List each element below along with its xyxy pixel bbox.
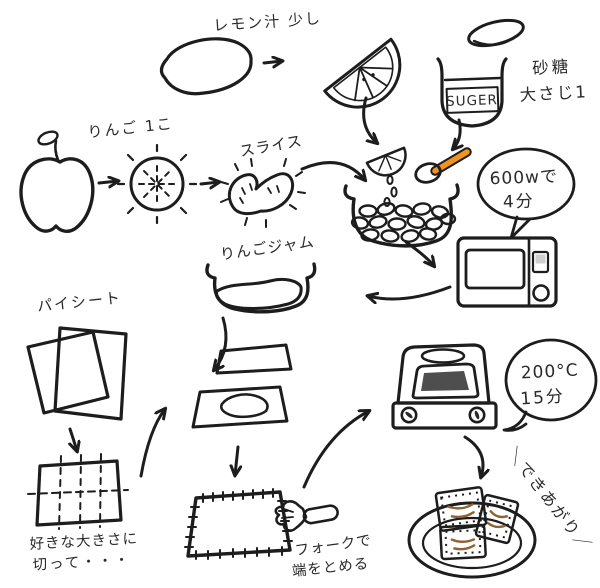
sugar-jar-illustration: SUGER (436, 18, 525, 128)
arrow-sugar-to-bowl (453, 118, 460, 149)
small-lemon-wedge (365, 146, 407, 177)
slice-note-label: スライス (238, 132, 304, 161)
microwave-bubble-line1: 600wで (489, 167, 558, 189)
microwave-knob (532, 284, 550, 302)
apple-pieces (350, 202, 457, 243)
oven-knob-right (468, 406, 486, 424)
assembly-illustration (191, 343, 293, 429)
oven-bubble-line2: 15分 (520, 386, 566, 409)
oven-speech-bubble: 200°C 15分 (502, 338, 598, 432)
baked-pastry-right (474, 493, 520, 545)
arrow-apple-to-cut (97, 181, 118, 183)
pie-sheets-illustration (26, 326, 128, 421)
arrow-seal-to-oven (302, 411, 369, 489)
lemon-illustration (159, 37, 253, 96)
fork-note-line1: フォークで (294, 532, 373, 560)
toaster-oven-illustration (391, 343, 498, 430)
arrow-slices-to-bowl (300, 161, 365, 180)
apple-leaf (37, 130, 59, 146)
arrow-sheets-to-cut (70, 427, 77, 451)
baked-pastries-illustration (434, 486, 520, 561)
apple-cross-section-illustration (116, 143, 198, 225)
pie-sheet-label: パイシート (36, 289, 122, 316)
lemon-note-label: レモン汁 少し (213, 9, 323, 35)
juice-drops (383, 175, 398, 207)
apple-slices-illustration (220, 158, 306, 228)
arrow-cut-to-slices (199, 182, 219, 184)
sugar-jar-label: SUGER (446, 92, 498, 110)
jam-label: りんごジャム (219, 233, 316, 264)
sealed-pastry-illustration (184, 488, 293, 560)
bottom-pastry-sheet (191, 385, 289, 429)
arrow-oven-to-plate (463, 435, 483, 477)
microwave-button-inner (535, 254, 546, 264)
microwave-bubble-line2: 4分 (503, 191, 536, 212)
plate-illustration (407, 501, 537, 579)
oven-window (411, 362, 480, 400)
microwave-door (464, 248, 526, 290)
mixing-bowl-illustration (343, 146, 460, 248)
baked-pastry-bottom (439, 523, 487, 561)
oven-knob-left (400, 406, 418, 424)
jam-filling (219, 393, 269, 419)
oven-top-vent (420, 348, 466, 364)
jam-bowl-illustration (205, 262, 317, 314)
arrow-cut-to-assembly (139, 409, 165, 478)
oven-bubble-line1: 200°C (520, 361, 579, 384)
fork-note-line2: 端をとめる (291, 555, 370, 580)
fork-handle (302, 504, 339, 525)
done-note-label: ＼できあがり／ (503, 444, 596, 555)
cut-note-line1: 好きな大きさに (29, 530, 138, 553)
baked-pastry-top (434, 486, 488, 532)
cut-note-line2: 切って・・・ (32, 552, 131, 573)
arrow-microwave-to-jam (368, 285, 452, 299)
sugar-note-line1: 砂糖 (532, 57, 572, 78)
fork-illustration (274, 500, 339, 532)
spoon-illustration (414, 147, 472, 184)
arrow-lemon-to-wedge (262, 61, 282, 63)
microwave-speech-bubble: 600wで 4分 (476, 147, 576, 240)
top-pastry-sheet (215, 343, 293, 375)
arrow-wedge-to-bowl (362, 96, 377, 143)
microwave-illustration (456, 236, 558, 308)
arrow-assembly-to-seal (235, 445, 238, 475)
cut-sheet-illustration (27, 453, 129, 530)
apple-note-label: りんご 1こ (87, 115, 175, 142)
microwave-button (531, 250, 550, 274)
lemon-wedge-illustration (323, 37, 402, 109)
sugar-label-box (445, 86, 500, 114)
apple-illustration (19, 130, 95, 234)
arrow-bowl-to-microwave (404, 240, 434, 266)
sugar-note-line2: 大さじ1 (519, 82, 588, 105)
